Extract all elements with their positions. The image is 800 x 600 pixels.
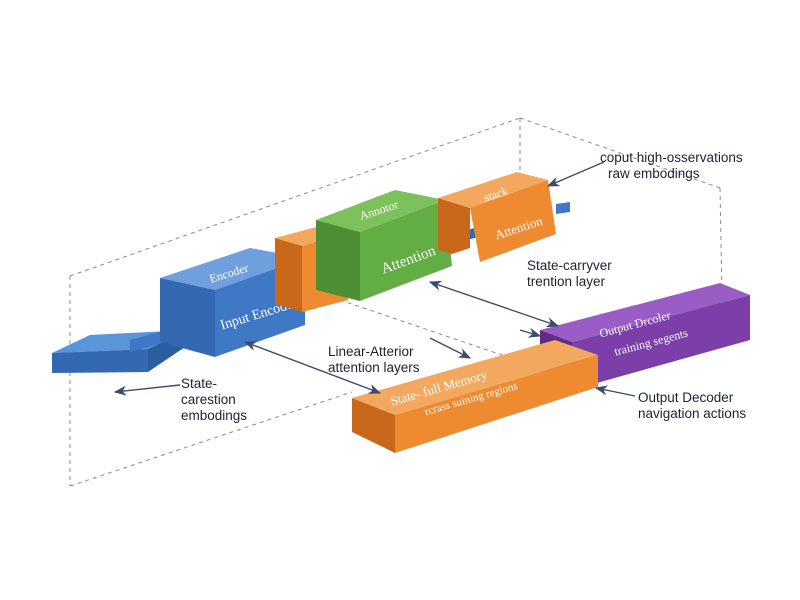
arrow-embeddings (113, 384, 181, 396)
annotation-top-right: coput high-osservations raw embodings (600, 150, 743, 181)
arrow-output (594, 385, 636, 397)
svg-text:trention layer: trention layer (527, 274, 606, 289)
annotation-linear-attention: Linear-Atterior attention layers (328, 344, 420, 375)
svg-text:Output Decoder: Output Decoder (638, 390, 734, 405)
stack-connector (556, 202, 570, 214)
arrows (113, 161, 636, 397)
arrow-linear-attention (243, 341, 382, 394)
svg-text:embodings: embodings (181, 408, 247, 423)
green-attention-block: Annotor Attention (316, 190, 452, 301)
annotation-state-carry: State-carryver trention layer (527, 258, 612, 289)
svg-text:coput high-osservations: coput high-osservations (600, 150, 743, 165)
svg-text:navigation actions: navigation actions (638, 406, 746, 421)
svg-text:attention layers: attention layers (328, 360, 420, 375)
arrow-state-carry (428, 280, 560, 328)
svg-text:State-: State- (181, 376, 217, 391)
arrow-top-right (546, 161, 605, 187)
stack-attention-block: stack Attention (438, 172, 556, 262)
svg-text:Linear-Atterior: Linear-Atterior (328, 344, 414, 359)
arrow-to-memory (429, 337, 472, 359)
svg-text:State-carryver: State-carryver (527, 258, 612, 273)
arrow-decoder-link (519, 327, 542, 338)
svg-text:raw embodings: raw embodings (608, 166, 700, 181)
annotation-output-decoder: Output Decoder navigation actions (638, 390, 746, 421)
svg-text:carestion: carestion (181, 392, 236, 407)
annotation-state-embeddings: State- carestion embodings (181, 376, 247, 423)
